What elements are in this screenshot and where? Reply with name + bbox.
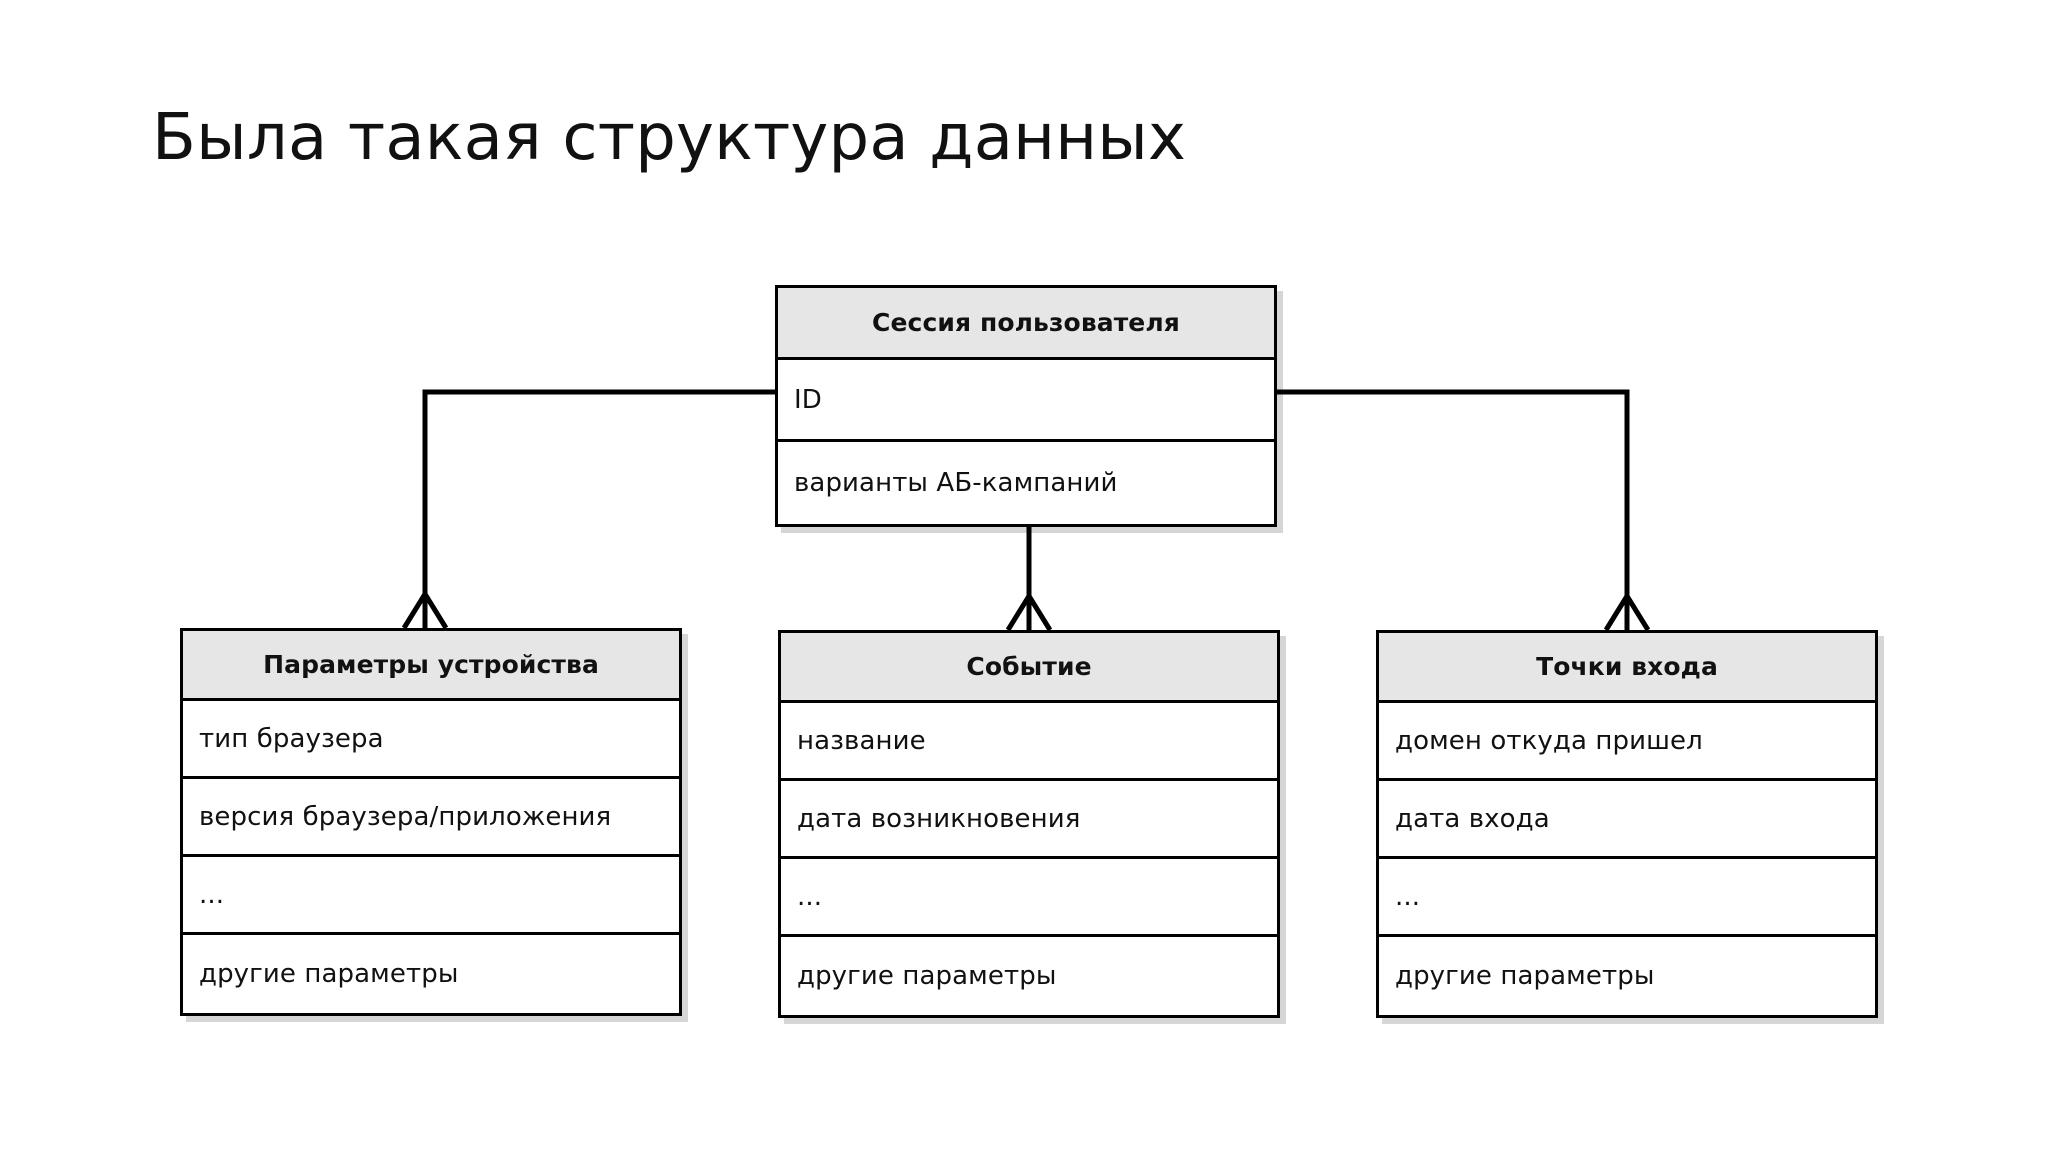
connector-session-device [401,389,775,630]
entity-device[interactable]: Параметры устройства тип браузера версия… [180,628,682,1016]
entity-event-row-1: дата возникновения [781,781,1277,859]
connector-session-event [1005,525,1053,632]
entity-device-row-3: другие параметры [183,935,679,1013]
entity-event-title: Событие [781,633,1277,703]
entity-entry-row-1: дата входа [1379,781,1875,859]
entity-session[interactable]: Сессия пользователя ID варианты АБ-кампа… [775,285,1277,527]
entity-entry-row-3: другие параметры [1379,937,1875,1015]
entity-event-row-3: другие параметры [781,937,1277,1015]
entity-event-row-0: название [781,703,1277,781]
entity-device-title: Параметры устройства [183,631,679,701]
entity-event[interactable]: Событие название дата возникновения ... … [778,630,1280,1018]
connector-session-entry [1277,389,1651,632]
entity-session-row-1: варианты АБ-кампаний [778,442,1274,524]
entity-entry-title: Точки входа [1379,633,1875,703]
entity-entry-row-0: домен откуда пришел [1379,703,1875,781]
entity-entry-row-2: ... [1379,859,1875,937]
entity-device-row-2: ... [183,857,679,935]
entity-session-title: Сессия пользователя [778,288,1274,360]
entity-session-row-0: ID [778,360,1274,442]
entity-event-row-2: ... [781,859,1277,937]
entity-device-row-0: тип браузера [183,701,679,779]
entity-entry[interactable]: Точки входа домен откуда пришел дата вхо… [1376,630,1878,1018]
page-title: Была такая структура данных [152,101,1187,175]
entity-device-row-1: версия браузера/приложения [183,779,679,857]
